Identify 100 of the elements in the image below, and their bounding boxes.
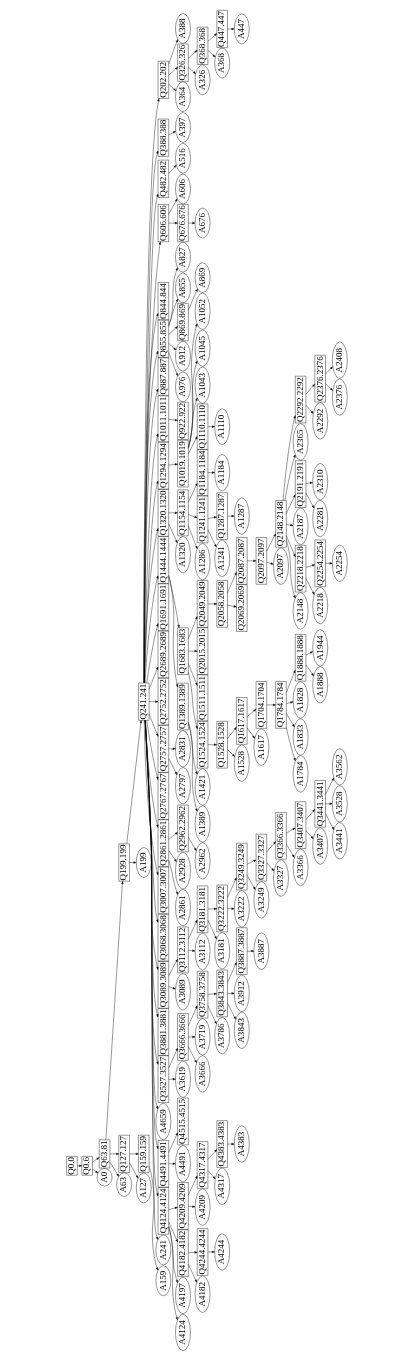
arrow: [187, 1175, 197, 1196]
arrow: [285, 713, 294, 728]
arrow: [168, 850, 177, 862]
node-ellipse: A1944: [312, 629, 328, 667]
arrow: [187, 721, 197, 812]
node-box: Q2254.2254: [314, 539, 326, 587]
arrow: [285, 670, 295, 693]
arrow: [168, 986, 176, 990]
node-box: Q1704.1704: [255, 681, 267, 729]
arrow: [168, 39, 178, 65]
arrow: [168, 523, 177, 543]
arrow: [168, 1132, 178, 1153]
arrow: [207, 602, 217, 605]
node-box: Q3441.3441: [314, 780, 326, 828]
arrow: [187, 1263, 197, 1283]
arrow: [146, 623, 158, 684]
arrow: [128, 1162, 138, 1179]
arrow: [226, 962, 237, 983]
arrow: [144, 720, 158, 828]
node-box: Q241.241: [137, 682, 149, 721]
node-ellipse: A3112: [194, 933, 210, 971]
arrow: [285, 524, 293, 527]
arrow: [168, 67, 178, 76]
arrow: [246, 950, 254, 953]
arrow: [187, 1251, 197, 1254]
arrow: [168, 511, 178, 514]
arrow: [207, 1170, 215, 1180]
node-box-text: Q0.0: [65, 1156, 77, 1176]
arrow: [168, 298, 178, 326]
node-ellipse: A2187: [292, 507, 308, 545]
node-box-text: Q3222.3222: [216, 884, 228, 933]
arrow: [128, 861, 136, 864]
arrow: [285, 843, 294, 858]
arrow: [285, 727, 296, 761]
arrow: [226, 727, 237, 739]
arrow: [148, 700, 158, 703]
node-box: Q63.81: [98, 1139, 110, 1169]
arrow: [187, 1005, 197, 1027]
arrow: [207, 907, 217, 910]
arrow: [168, 1162, 176, 1165]
arrow: [144, 575, 158, 684]
arrow: [226, 604, 237, 608]
node-box-text: Q2058.2058: [216, 580, 228, 628]
arrow: [187, 663, 197, 686]
arrow: [324, 813, 334, 830]
node-box: Q2097.2097: [255, 537, 267, 585]
arrow: [168, 326, 178, 335]
arrow: [168, 1226, 178, 1283]
arrow: [168, 758, 177, 775]
arrow: [285, 539, 295, 599]
arrow: [76, 1164, 82, 1167]
arrow: [324, 562, 332, 565]
arrow: [207, 919, 217, 940]
arrow: [187, 525, 197, 549]
arrow: [226, 27, 234, 31]
arrow: [305, 383, 315, 395]
node-box: Q3407.3407: [294, 801, 306, 849]
node-box: Q202.202: [157, 61, 169, 99]
arrow: [305, 492, 314, 509]
arrow: [144, 720, 158, 923]
node-box: Q606.606: [157, 204, 169, 242]
arrow: [168, 1047, 178, 1069]
node-box-text: Q1528.1528: [216, 721, 228, 769]
arrow: [109, 1152, 119, 1155]
arrow: [168, 222, 178, 225]
arrow: [207, 743, 217, 746]
arrow: [168, 958, 178, 976]
arrow: [246, 708, 256, 717]
arrow: [168, 575, 178, 688]
node-ellipse: A1110: [214, 408, 230, 445]
arrow: [187, 919, 197, 940]
arrow: [168, 164, 176, 174]
arrow: [187, 722, 197, 775]
node-box-text: Q3843.3843: [216, 969, 228, 1018]
arrow: [207, 1005, 217, 1025]
node-box-text: Q447.447: [216, 10, 228, 48]
arrow: [305, 809, 315, 820]
arrow: [187, 288, 198, 311]
arrow: [226, 1002, 236, 1020]
arrow: [143, 528, 158, 684]
node-box-text: Q1683.1683: [176, 627, 188, 675]
arrow: [168, 747, 176, 750]
arrow: [226, 992, 234, 995]
arrow: [266, 562, 274, 565]
arrow: [187, 397, 197, 448]
arrow: [148, 1166, 158, 1271]
arrow: [168, 131, 176, 136]
arrow: [305, 664, 314, 677]
arrow: [91, 1157, 99, 1163]
arrow: [144, 720, 158, 970]
arrow: [126, 720, 142, 844]
arrow: [168, 1078, 176, 1081]
arrow: [143, 433, 158, 684]
arrow: [143, 720, 158, 876]
arrow: [266, 862, 274, 872]
arrow: [285, 494, 295, 514]
arrow: [266, 841, 276, 853]
arrow: [207, 1149, 217, 1160]
node-ellipse: A1184: [214, 454, 230, 492]
arrow: [168, 352, 178, 377]
